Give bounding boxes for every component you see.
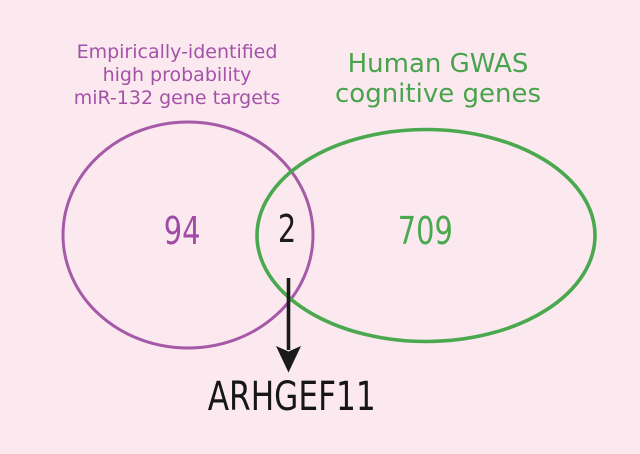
right-set-count: 709	[365, 211, 485, 251]
left-set-count-value: 94	[163, 209, 201, 253]
right-set-label-line-1: Human GWAS	[347, 49, 529, 79]
right-set-ellipse	[255, 127, 597, 344]
left-set-label-line-2: high probability	[102, 64, 252, 86]
intersection-gene-name: ARHGEF11	[207, 374, 377, 420]
intersection-gene-annotation: ARHGEF11	[142, 376, 442, 418]
intersection-count: 2	[227, 209, 347, 249]
right-set-label-line-2: cognitive genes	[335, 79, 541, 109]
left-set-label-line-3: miR-132 gene targets	[73, 87, 281, 109]
left-set-count: 94	[122, 211, 242, 251]
right-set-label: Human GWAS cognitive genes	[288, 49, 588, 109]
left-set-circle	[61, 120, 315, 350]
arrow-head-icon	[276, 346, 301, 373]
left-set-label-line-1: Empirically-identified	[76, 41, 278, 63]
intersection-count-value: 2	[277, 207, 297, 251]
right-set-count-value: 709	[397, 209, 453, 253]
left-set-label: Empirically-identified high probability …	[27, 41, 327, 110]
